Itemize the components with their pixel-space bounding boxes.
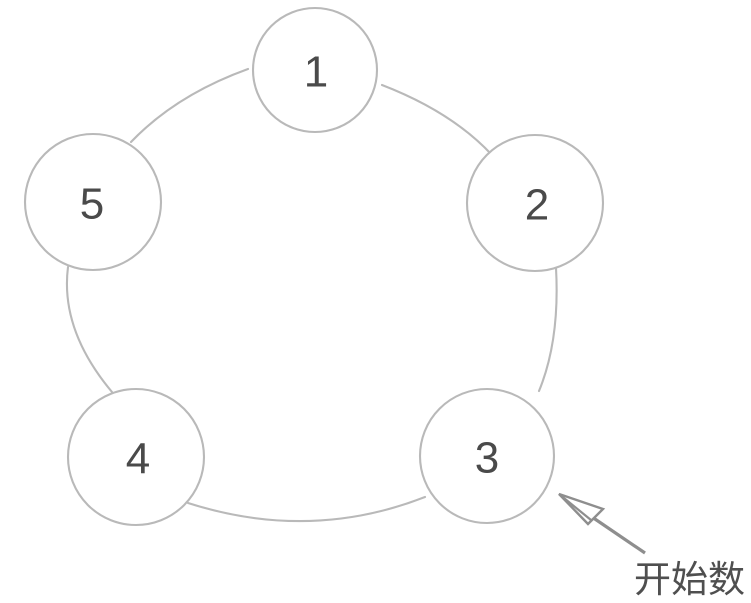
node-4-circle[interactable] [66, 387, 206, 527]
edge-3-to-4 [186, 495, 427, 523]
node-5[interactable]: 5 [23, 132, 163, 272]
arrow-head-spine [558, 493, 592, 521]
edge-group [65, 67, 558, 523]
node-5-label: 5 [80, 180, 104, 229]
node-group: 1 2 3 4 5 [23, 6, 605, 527]
node-5-circle[interactable] [23, 132, 163, 272]
start-pointer-label: 开始数 [634, 558, 745, 601]
edge-2-to-3 [537, 266, 558, 393]
node-1[interactable]: 1 [251, 6, 379, 134]
edge-4-to-5 [65, 265, 114, 394]
start-pointer-arrow [558, 492, 646, 555]
node-1-circle[interactable] [251, 6, 379, 134]
arrow-head-icon [558, 492, 606, 526]
arrow-shaft [591, 515, 646, 555]
node-2-label: 2 [525, 181, 549, 230]
node-1-label: 1 [304, 48, 328, 97]
node-3-circle[interactable] [418, 387, 556, 525]
node-4[interactable]: 4 [66, 387, 206, 527]
node-2-circle[interactable] [465, 133, 605, 273]
node-4-label: 4 [126, 435, 150, 484]
edge-5-to-1 [129, 67, 250, 144]
node-3-label: 3 [475, 434, 499, 483]
node-2[interactable]: 2 [465, 133, 605, 273]
edge-1-to-2 [380, 83, 494, 157]
node-3[interactable]: 3 [418, 387, 556, 525]
